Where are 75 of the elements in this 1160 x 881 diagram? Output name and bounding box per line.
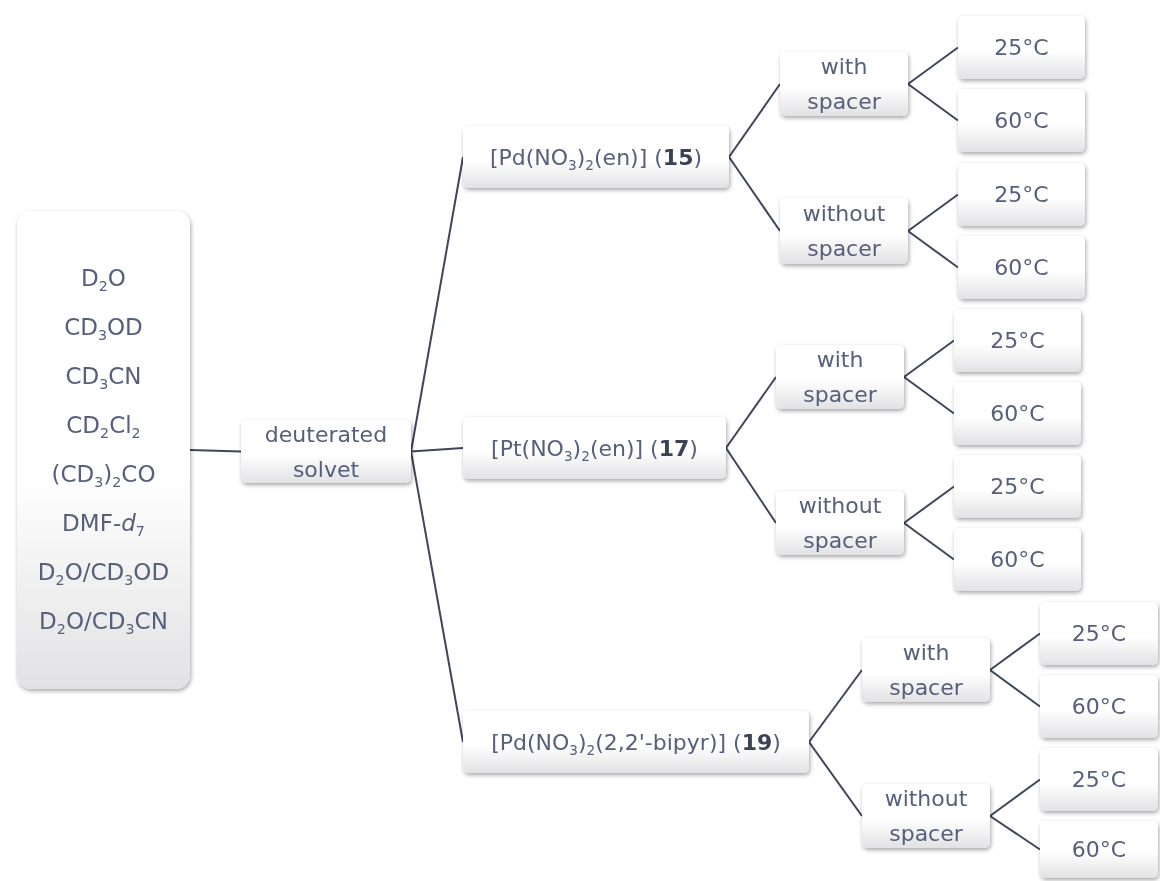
connector-line [725,447,777,524]
node-box [954,528,1081,591]
node-text: without spacer [797,492,883,555]
node-box [862,638,990,702]
connector-line [907,83,959,122]
node-text: 25°C [990,327,1045,355]
connector-line [907,46,959,85]
node-box [1040,675,1158,738]
node-box [241,420,411,483]
node-box [463,126,729,188]
node-text: 60°C [994,254,1049,282]
node-text: 25°C [994,181,1049,209]
node-box [954,382,1081,445]
node-box [954,309,1081,372]
connector-line [728,156,781,232]
node-text: (CD$_{3}$)$_{2}$CO [51,460,156,492]
node-text: [Pd(NO$_{3}$)$_{2}$(2,2'-bipyr)] (19) [491,728,781,760]
node-box [958,89,1085,152]
node-text: 25°C [990,473,1045,501]
node-text: with spacer [806,53,882,116]
connector-line [728,83,781,158]
node-text: with spacer [888,639,964,702]
connector-line [410,450,464,743]
connector-line [989,632,1041,671]
connector-line [808,669,863,743]
node-text: D$_{2}$O/CD$_{3}$CN [39,607,168,639]
connector-line [907,230,959,269]
node-text: without spacer [883,785,969,848]
node-text: deuterated solvet [263,420,389,484]
connector-line [725,376,777,449]
node-text: 60°C [990,546,1045,574]
node-text: 60°C [990,400,1045,428]
connector-line [903,522,955,561]
node-text: 25°C [1071,620,1127,648]
connector-line [989,815,1041,851]
node-box [1040,821,1158,878]
connector-line [903,339,955,378]
node-box [954,455,1081,518]
node-text: 60°C [1071,836,1127,864]
node-text: [Pd(NO$_{3}$)$_{2}$(en)] (15) [489,143,703,175]
node-box [463,711,809,773]
node-text: 60°C [994,107,1049,135]
node-text: CD$_{3}$OD [64,313,143,345]
node-text: CD$_{2}$Cl$_{2}$ [66,411,141,443]
connector-line [989,778,1041,817]
node-box [780,52,908,116]
solvent-list-box [17,211,190,689]
node-box [776,345,904,409]
node-text: without spacer [801,200,887,263]
connector-line [907,193,959,232]
node-box [776,491,904,555]
node-text: [Pt(NO$_{3}$)$_{2}$(en)] (17) [491,434,698,466]
connector-line [410,156,464,453]
node-text: 25°C [994,34,1049,62]
node-box [862,784,990,848]
node-text: DMF-d$_{7}$ [62,509,145,541]
connector-line [989,669,1041,708]
connector-line [808,741,863,817]
connector-line [903,485,955,524]
connector-line [903,376,955,415]
node-text: 60°C [1071,693,1127,721]
node-box [1040,602,1158,665]
node-text: 25°C [1071,766,1127,794]
node-box [780,198,908,264]
node-box [463,417,726,479]
node-text: with spacer [802,346,878,409]
connector-line [189,449,242,453]
node-box [1040,748,1158,811]
node-text: D$_{2}$O/CD$_{3}$OD [37,558,170,590]
node-box [958,16,1085,79]
node-text: D$_{2}$O [81,264,126,296]
node-box [958,163,1085,226]
node-box [958,236,1085,299]
connector-line [410,447,464,453]
node-text: CD$_{3}$CN [65,362,142,394]
